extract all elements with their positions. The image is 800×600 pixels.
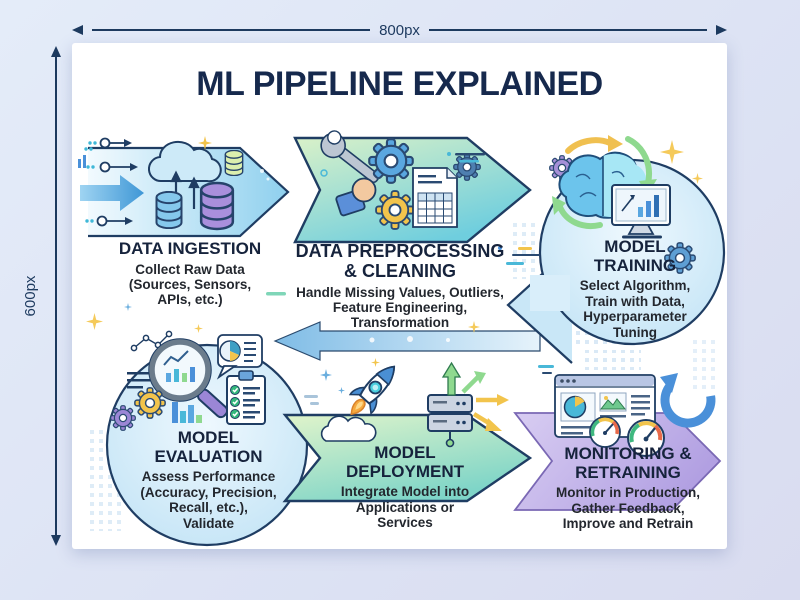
- refresh-arrow-icon: [660, 373, 716, 428]
- stage-description: Handle Missing Values, Outliers, Feature…: [296, 284, 504, 331]
- magnifier-chart-icon: [148, 338, 229, 419]
- stage-title: MODEL TRAINING: [593, 237, 677, 275]
- stage-model-deployment: MODEL DEPLOYMENT Integrate Model into Ap…: [285, 443, 525, 531]
- checklist-clipboard-icon: [226, 370, 266, 425]
- smoke-cloud-icon: [304, 395, 377, 442]
- stage-title: MODEL EVALUATION: [154, 428, 263, 466]
- stage-model-training: MODEL TRAINING Select Algorithm, Train w…: [540, 237, 730, 340]
- width-label: 800px: [379, 21, 420, 39]
- upload-cloud-icon: [148, 140, 222, 183]
- stage-description: Select Algorithm, Train with Data, Hyper…: [579, 278, 691, 340]
- height-label: 600px: [22, 275, 39, 317]
- gear-icon: [453, 153, 481, 181]
- spreadsheet-icon: [412, 167, 458, 228]
- arrow-down-icon: [51, 535, 61, 546]
- arrow-right-icon: [716, 25, 727, 35]
- stage-title: MODEL DEPLOYMENT: [345, 443, 465, 481]
- infographic-card: ML PIPELINE EXPLAINED DATA INGESTION Col…: [72, 43, 727, 549]
- monitor-chart-icon: [611, 184, 671, 239]
- stage-data-ingestion: DATA INGESTION Collect Raw Data (Sources…: [82, 239, 298, 308]
- stage-description: Integrate Model into Applications or Ser…: [340, 484, 470, 531]
- gauge-icon: [589, 416, 621, 448]
- circuit-arrows-icon: [78, 137, 138, 227]
- poster-title: ML PIPELINE EXPLAINED: [196, 65, 603, 103]
- arrow-left-icon: [72, 25, 83, 35]
- gear-icon: [110, 405, 136, 431]
- gauge-icon: [627, 419, 665, 457]
- dimension-line: [55, 57, 57, 535]
- gear-icon: [134, 387, 166, 419]
- stage-description: Assess Performance (Accuracy, Precision,…: [140, 469, 277, 531]
- stage-title: MONITORING & RETRAINING: [564, 444, 692, 482]
- mini-bars-icon: [172, 402, 202, 423]
- launch-arrows-icon: [441, 361, 509, 431]
- height-dimension-annotation: 600px: [22, 46, 64, 546]
- arrow-up-icon: [51, 46, 61, 57]
- pie-bubble-icon: [216, 334, 263, 380]
- dash-decor: [260, 152, 554, 374]
- wrench-hand-icon: [320, 130, 380, 217]
- stage-model-evaluation: MODEL EVALUATION Assess Performance (Acc…: [92, 428, 325, 531]
- gear-icon: [375, 190, 415, 230]
- stage-title: DATA PREPROCESSING & CLEANING: [295, 241, 505, 281]
- list-lines-icon: [127, 372, 151, 389]
- stage-data-preprocessing: DATA PREPROCESSING & CLEANING Handle Mis…: [268, 241, 532, 331]
- stage-monitoring-retraining: MONITORING & RETRAINING Monitor in Produ…: [515, 444, 741, 532]
- server-icon: [427, 394, 473, 448]
- dimension-line: [428, 29, 707, 31]
- stage-description: Collect Raw Data (Sources, Sensors, APIs…: [128, 261, 252, 308]
- big-flow-arrow-icon: [80, 175, 144, 211]
- rocket-icon: [348, 365, 396, 416]
- stage-description: Monitor in Production, Gather Feedback, …: [556, 485, 700, 532]
- width-dimension-annotation: 800px: [72, 20, 727, 40]
- pipeline-artwork: [78, 130, 726, 547]
- gear-icon: [368, 138, 414, 184]
- stage-title: DATA INGESTION: [118, 239, 262, 258]
- dimension-line: [92, 29, 371, 31]
